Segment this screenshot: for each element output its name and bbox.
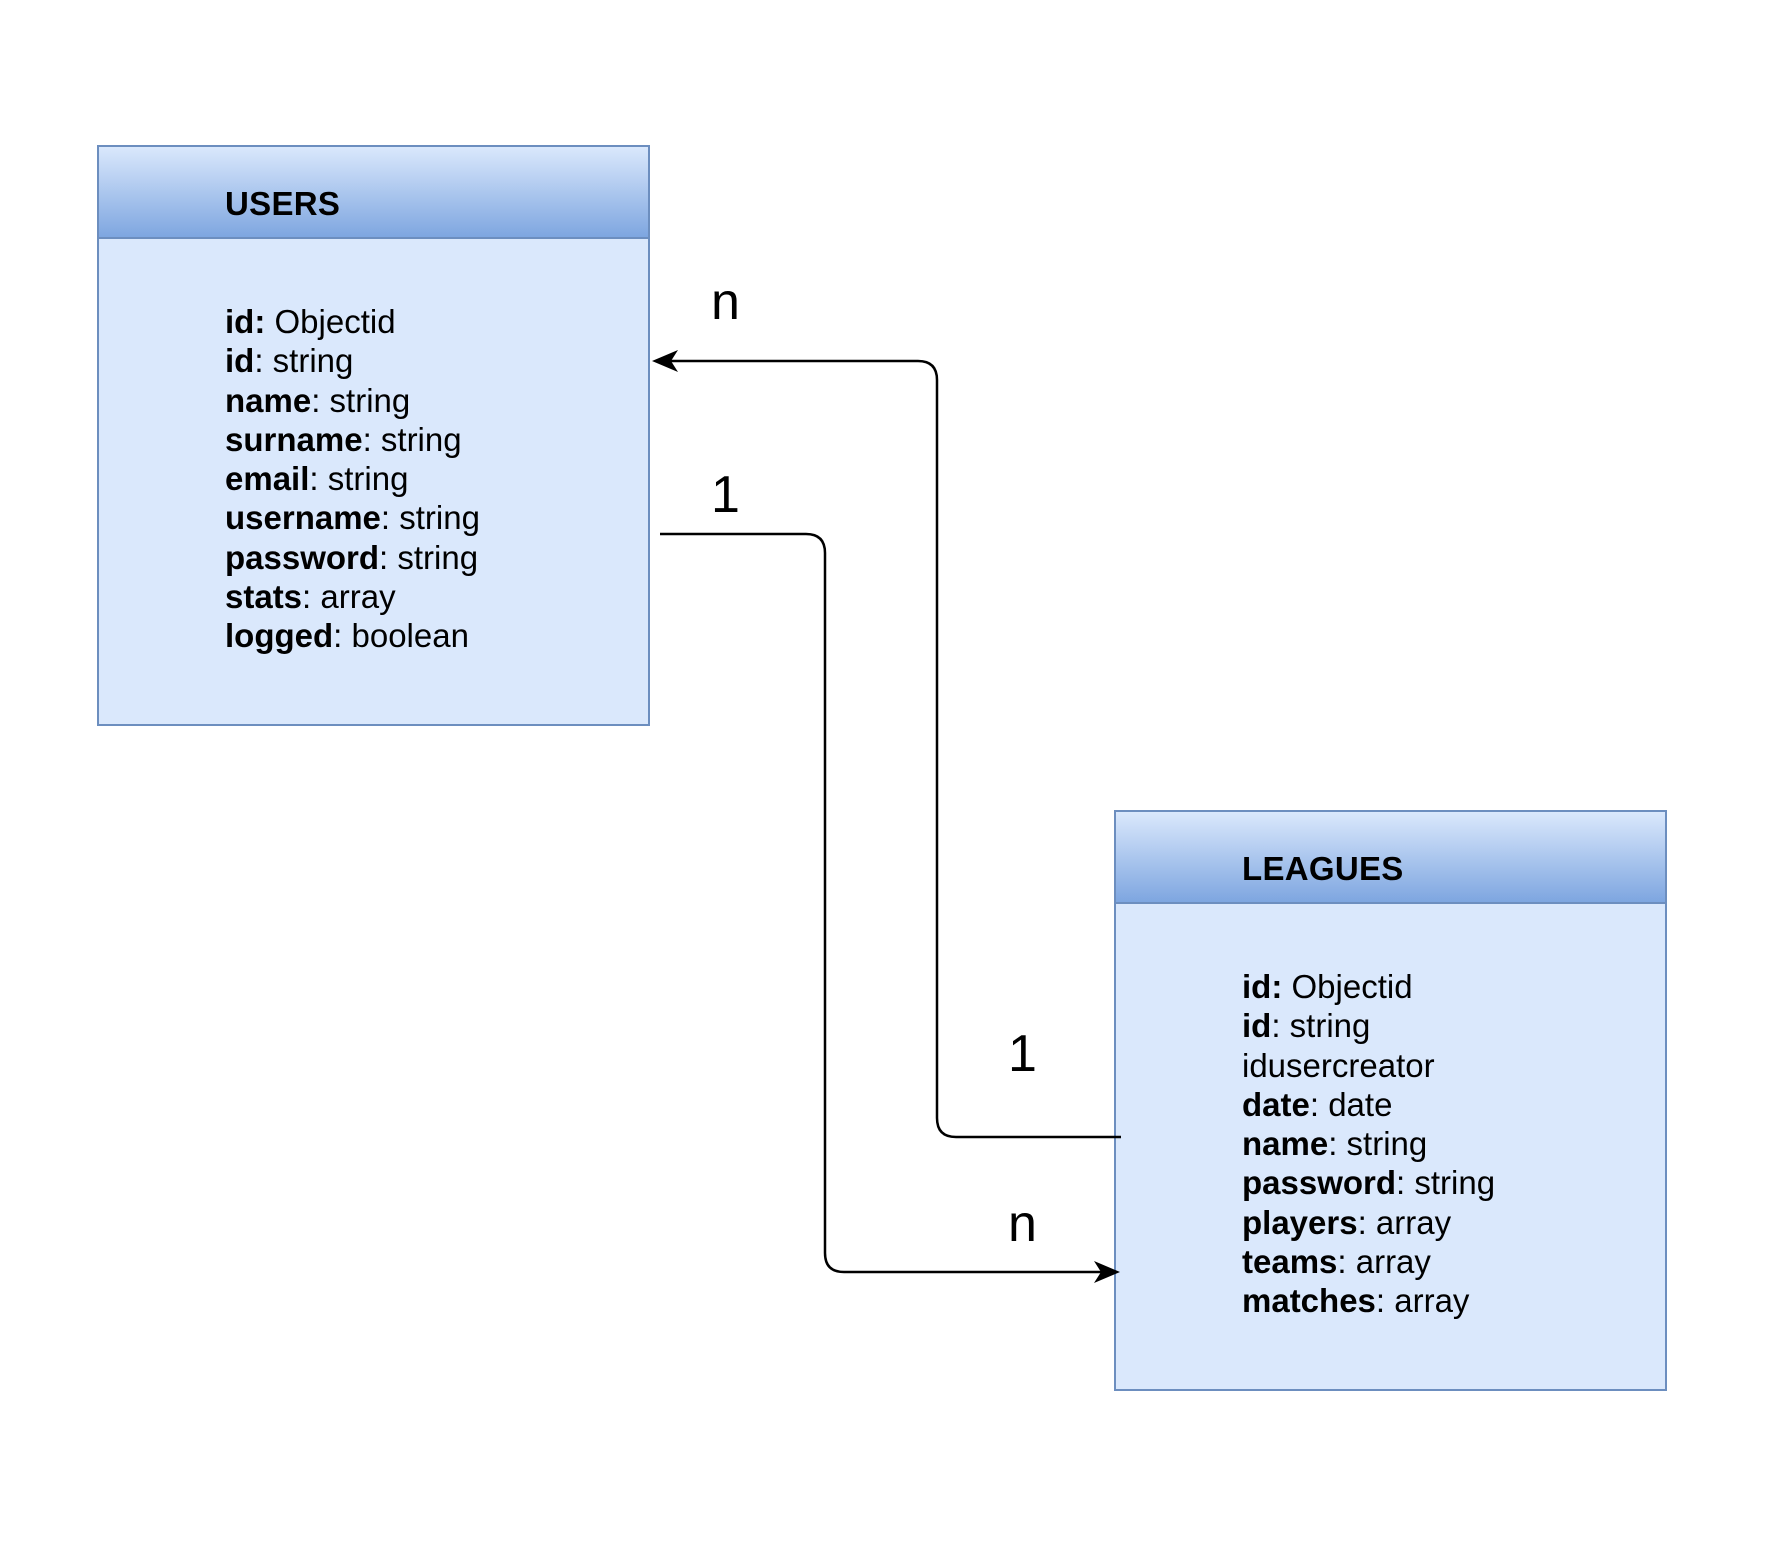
users-field: username: string [225,499,480,537]
leagues-field: players: array [1242,1203,1452,1241]
users-field: stats: array [225,578,396,616]
edge-leagues-to-users[interactable] [669,359,1121,1139]
users-entity-title: USERS [225,185,341,222]
users-field: email: string [225,460,409,498]
leagues-field: idusercreator [1242,1046,1435,1084]
leagues-field: name: string [1242,1125,1428,1163]
users-field: logged: boolean [225,617,469,655]
leagues-field-list: id: Objectid id: string idusercreator da… [1242,967,1495,1321]
arrowhead-users-icon [652,350,678,372]
cardinality-label-leagues-n: n [1008,1195,1037,1253]
users-field: name: string [225,381,411,419]
arrowhead-leagues-icon [1094,1261,1120,1283]
edge-users-to-leagues[interactable] [660,532,1102,1274]
leagues-field: date: date [1242,1085,1393,1123]
leagues-field: id: string [1242,1007,1371,1045]
users-field: surname: string [225,420,462,458]
leagues-entity-header: LEAGUES [1116,812,1665,904]
cardinality-label-leagues-1: 1 [1008,1025,1037,1083]
users-field: id: Objectid [225,303,396,340]
users-field-list: id: Objectid id: string name: string sur… [225,302,480,656]
users-entity-header: USERS [99,147,648,239]
leagues-field: id: Objectid [1242,968,1413,1005]
cardinality-label-users-1: 1 [711,466,740,524]
users-field: id: string [225,342,354,380]
leagues-field: password: string [1242,1164,1496,1202]
leagues-entity[interactable]: LEAGUES id: Objectid id: string idusercr… [1114,810,1667,1391]
users-field: password: string [225,538,479,576]
leagues-field: matches: array [1242,1282,1470,1320]
leagues-entity-title: LEAGUES [1242,850,1404,887]
cardinality-label-users-n: n [711,273,740,331]
users-entity[interactable]: USERS id: Objectid id: string name: stri… [97,145,650,726]
leagues-field: teams: array [1242,1243,1431,1281]
